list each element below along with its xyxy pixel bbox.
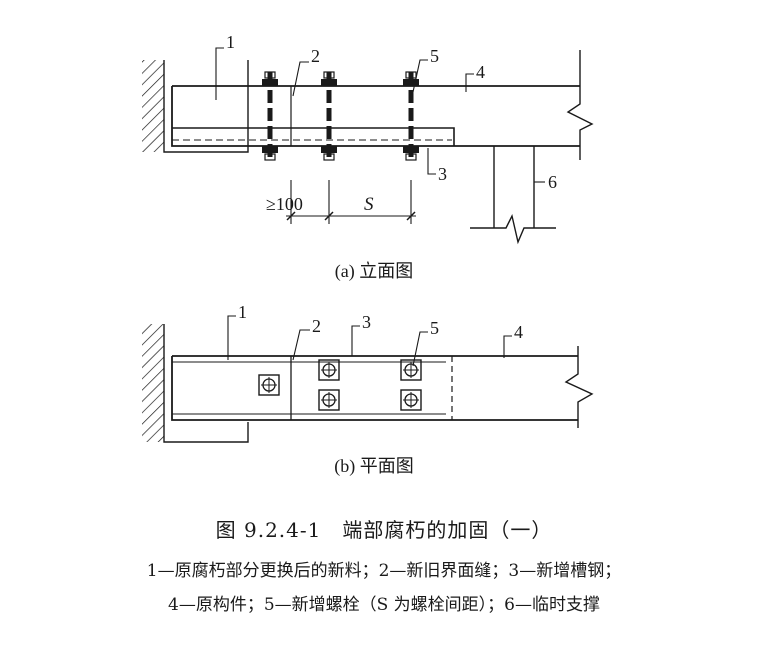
elevation-beam [171, 85, 580, 147]
elevation-temporary-support [470, 146, 556, 245]
figure-title: 图 9.2.4-1 端部腐朽的加固（一） [215, 518, 553, 542]
plan-break-symbol [564, 346, 594, 428]
elevation-bolt-2 [321, 71, 337, 161]
figure-legend-line-1: 1—原腐朽部分更换后的新料；2—新旧界面缝；3—新增槽钢； [146, 561, 622, 581]
elevation-callout-4: 4 [476, 62, 485, 82]
elevation-view: ≥100 S 1 2 5 4 3 6 (a) 立面图 [142, 32, 594, 282]
plan-caption: (b) 平面图 [334, 456, 414, 477]
elevation-dim-min: ≥100 [266, 194, 303, 214]
elevation-bolt-3 [403, 71, 419, 161]
elevation-callout-3: 3 [438, 164, 447, 184]
elevation-callout-6: 6 [548, 172, 557, 192]
elevation-wall-hatch [142, 60, 164, 152]
plan-callout-1: 1 [238, 302, 247, 322]
plan-beam [171, 355, 578, 421]
reinforcement-diagram: ≥100 S 1 2 5 4 3 6 (a) 立面图 [142, 32, 594, 477]
elevation-callout-2: 2 [311, 46, 320, 66]
elevation-leaders [215, 47, 545, 183]
plan-bolt-3 [318, 389, 340, 411]
plan-leaders [227, 315, 512, 367]
elevation-break-symbol [566, 50, 594, 160]
plan-bolt-4 [400, 359, 422, 381]
plan-callout-5: 5 [430, 318, 439, 338]
plan-callout-4: 4 [514, 322, 523, 342]
elevation-channel-steel [172, 127, 455, 146]
elevation-callout-5: 5 [430, 46, 439, 66]
elevation-callout-1: 1 [226, 32, 235, 52]
elevation-bolt-1 [262, 71, 278, 161]
plan-wall-hatch [142, 324, 164, 442]
plan-bolt-2 [318, 359, 340, 381]
plan-view: 1 2 3 5 4 (b) 平面图 [142, 302, 594, 477]
elevation-dimensions [286, 180, 416, 224]
elevation-dim-spacing: S [364, 194, 374, 215]
plan-bolt-1 [258, 374, 280, 396]
elevation-caption: (a) 立面图 [335, 261, 413, 282]
plan-wall-edge [163, 324, 249, 443]
elevation-wall-edge [163, 60, 249, 153]
plan-bolt-5 [400, 389, 422, 411]
figure-legend-line-2: 4—原构件；5—新增螺栓（S 为螺栓间距）；6—临时支撑 [168, 595, 600, 615]
plan-callout-2: 2 [312, 316, 321, 336]
plan-callout-3: 3 [362, 312, 371, 332]
